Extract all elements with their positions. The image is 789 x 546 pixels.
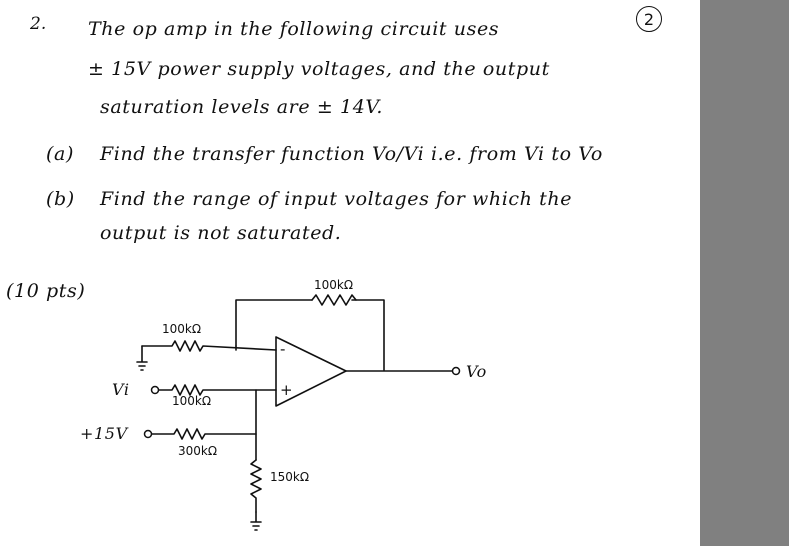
part-b-text: Find the range of input voltages for whi…	[100, 188, 573, 210]
input-resistor	[158, 384, 277, 396]
input-resistor-label: 100kΩ	[172, 394, 212, 408]
page-number-badge: 2	[636, 6, 662, 32]
ground-resistor	[250, 459, 262, 513]
ground-left	[136, 345, 148, 371]
output-voltage-label: Vo	[466, 362, 487, 381]
page-number: 2	[643, 9, 655, 29]
bias-resistor	[151, 428, 257, 440]
output-terminal	[451, 366, 461, 376]
feedback-wire	[235, 299, 313, 347]
op-amp-circuit	[136, 294, 461, 531]
part-a-marker: (a)	[46, 143, 74, 165]
worksheet-page: 2. 2 The op amp in the following circuit…	[6, 6, 662, 531]
points-label: (10 pts)	[6, 280, 86, 302]
problem-number: 2.	[30, 14, 47, 34]
noninverting-input-sign: +	[280, 381, 293, 399]
part-b-marker: (b)	[46, 188, 75, 210]
statement-line-3: saturation levels are ± 14V.	[100, 96, 384, 118]
feedback-wire-right	[351, 299, 385, 371]
feedback-resistor	[311, 294, 357, 306]
feedback-resistor-label: 100kΩ	[314, 278, 354, 292]
supply-terminal	[143, 429, 153, 439]
part-b-text-2: output is not saturated.	[100, 222, 342, 244]
part-a-text: Find the transfer function Vo/Vi i.e. fr…	[100, 143, 603, 165]
statement-line-2: ± 15V power supply voltages, and the out…	[88, 58, 550, 80]
bias-resistor-label: 300kΩ	[178, 444, 218, 458]
gray-margin	[700, 0, 789, 546]
input-voltage-label: Vi	[112, 380, 130, 399]
statement-line-1: The op amp in the following circuit uses	[88, 18, 500, 40]
supply-voltage-label: +15V	[80, 424, 128, 443]
inverting-resistor	[141, 340, 277, 352]
ground-bottom	[250, 511, 262, 531]
ground-resistor-label: 150kΩ	[270, 470, 310, 484]
inverting-resistor-label: 100kΩ	[162, 322, 202, 336]
op-amp-triangle	[275, 336, 347, 407]
input-terminal	[150, 385, 160, 395]
inverting-input-sign: -	[280, 340, 286, 358]
